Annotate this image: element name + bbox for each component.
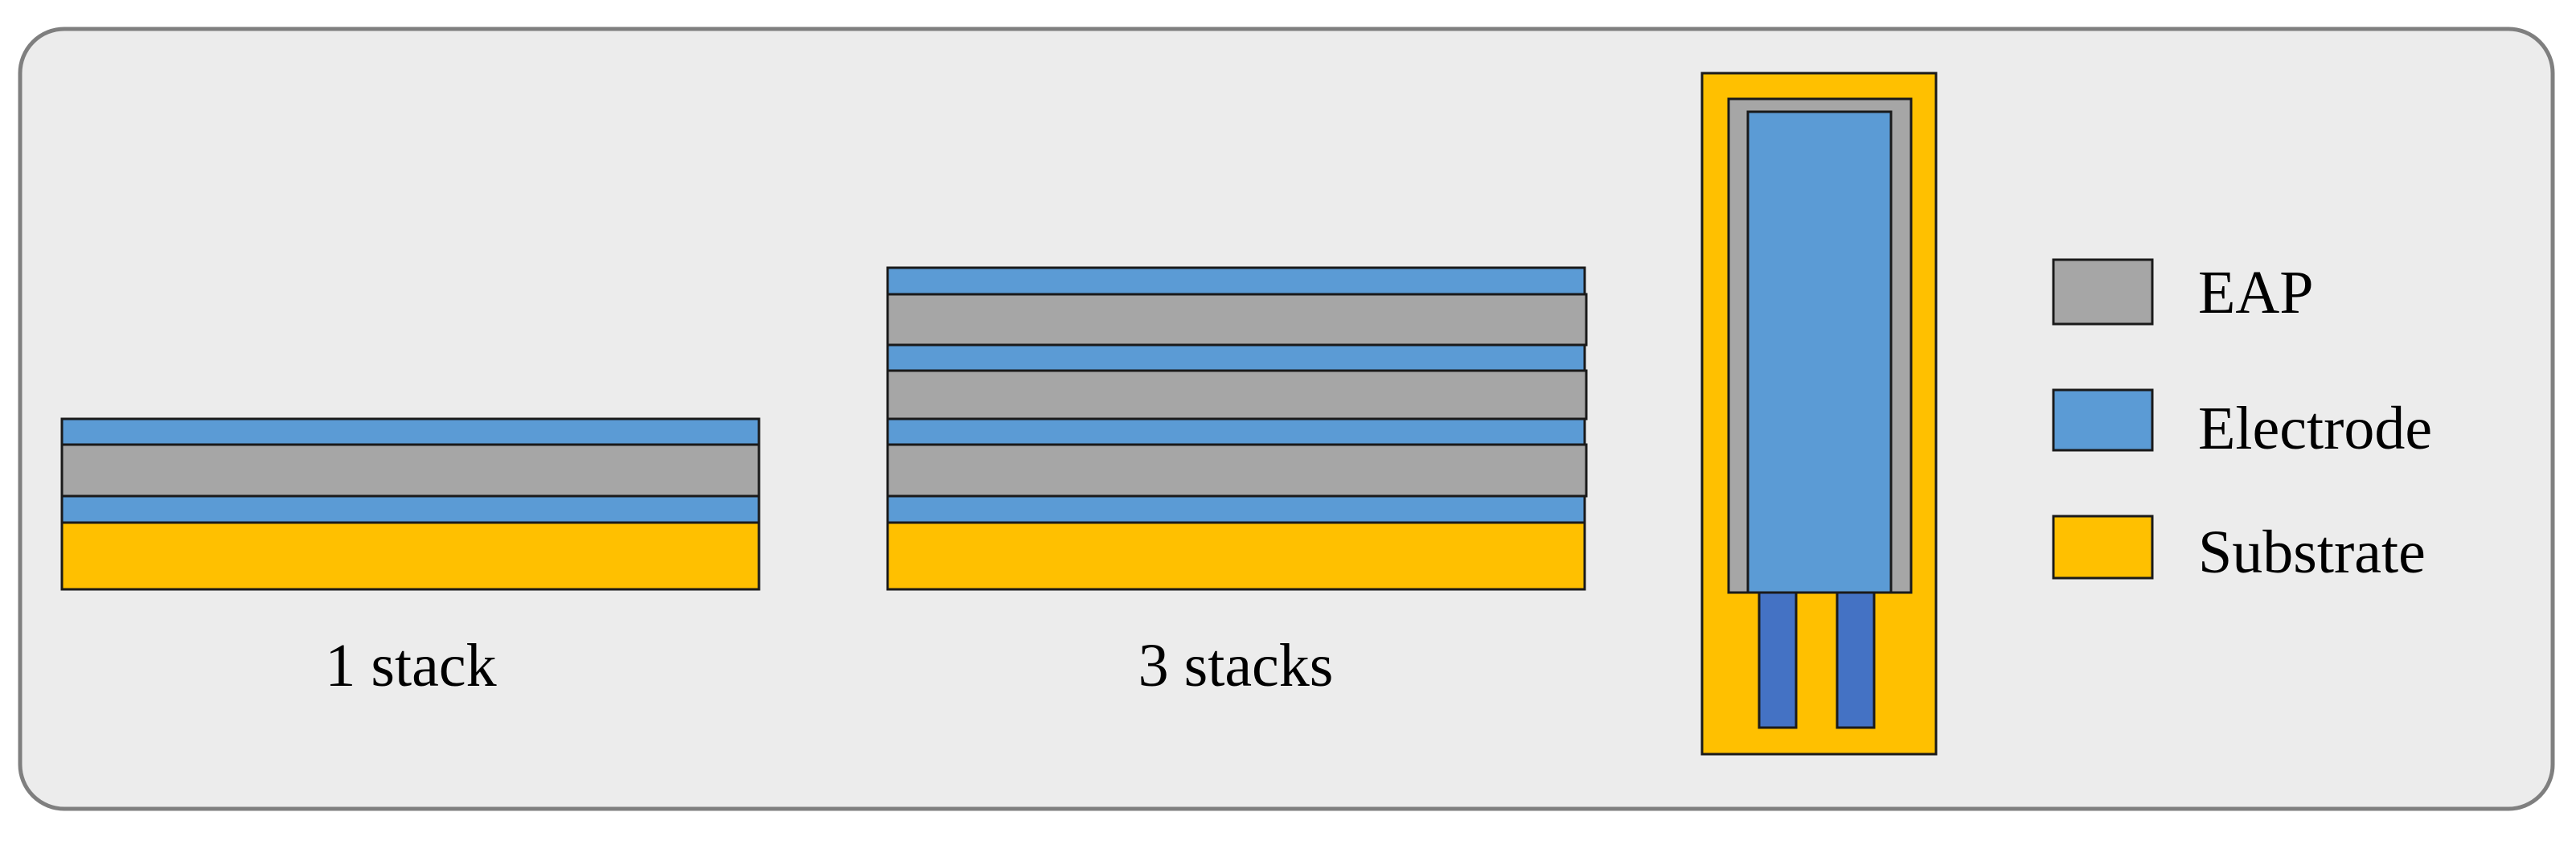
- substrate-layer: [60, 521, 761, 591]
- legend-swatch-eap: [2052, 258, 2154, 326]
- eap-layer: [60, 443, 761, 498]
- electrode-layer: [60, 417, 761, 446]
- legend: EAP Electrode Substrate: [2052, 258, 2432, 586]
- electrode-layer: [886, 417, 1586, 446]
- electrode-terminal-right: [1836, 591, 1876, 729]
- legend-item-substrate: Substrate: [2052, 515, 2426, 586]
- eap-layer: [886, 293, 1588, 347]
- electrode-layer: [886, 266, 1586, 296]
- electrode-layer: [886, 343, 1586, 372]
- legend-item-eap: EAP: [2052, 258, 2314, 326]
- top-view: [1700, 72, 1938, 756]
- legend-label-eap: EAP: [2198, 259, 2314, 326]
- legend-label-substrate: Substrate: [2198, 519, 2426, 586]
- substrate-layer: [886, 521, 1586, 591]
- electrode-layer: [886, 494, 1586, 524]
- one-stack-label: 1 stack: [325, 632, 496, 699]
- legend-item-electrode: Electrode: [2052, 388, 2432, 462]
- one-stack-cross-section: [60, 417, 761, 591]
- three-stack-cross-section: [886, 266, 1588, 591]
- three-stacks-label: 3 stacks: [1138, 632, 1334, 699]
- electrode-layer: [60, 494, 761, 524]
- eap-layer: [886, 443, 1588, 498]
- legend-swatch-electrode: [2052, 388, 2154, 452]
- eap-layer: [886, 369, 1588, 420]
- electrode-terminal-left: [1758, 591, 1798, 729]
- legend-label-electrode: Electrode: [2198, 395, 2432, 462]
- legend-swatch-substrate: [2052, 515, 2154, 580]
- electrode-pad: [1746, 110, 1893, 594]
